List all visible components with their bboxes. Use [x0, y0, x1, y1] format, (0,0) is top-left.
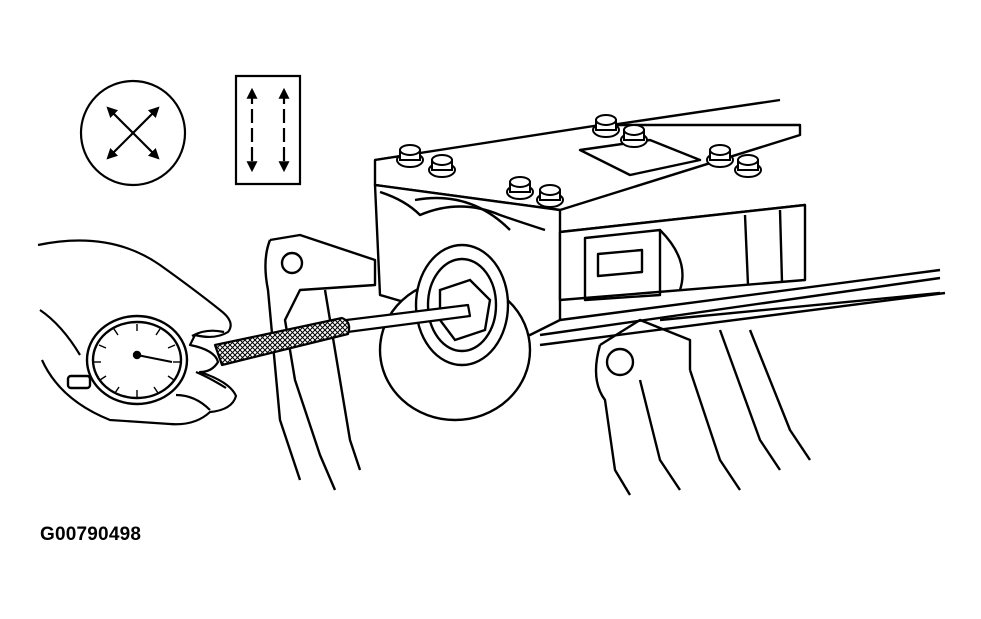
- bolt: [507, 177, 533, 199]
- gauge-knurled-handle: [215, 318, 349, 365]
- engine-block: [375, 100, 805, 335]
- vertical-arrows-icon: [236, 76, 300, 184]
- bolt: [707, 145, 733, 167]
- bolt: [537, 185, 563, 207]
- dial-indicator: [68, 316, 187, 404]
- figure-id-label: G00790498: [40, 524, 142, 545]
- bolt: [429, 155, 455, 177]
- diagonal-arrows-icon: [81, 81, 185, 185]
- dial-needle: [137, 355, 172, 362]
- bolt: [593, 115, 619, 137]
- bore-gauge: [215, 305, 470, 365]
- cap-bolts: [397, 115, 761, 207]
- front-frame: [265, 235, 945, 495]
- bolt: [621, 125, 647, 147]
- bolt: [735, 155, 761, 177]
- bolt: [397, 145, 423, 167]
